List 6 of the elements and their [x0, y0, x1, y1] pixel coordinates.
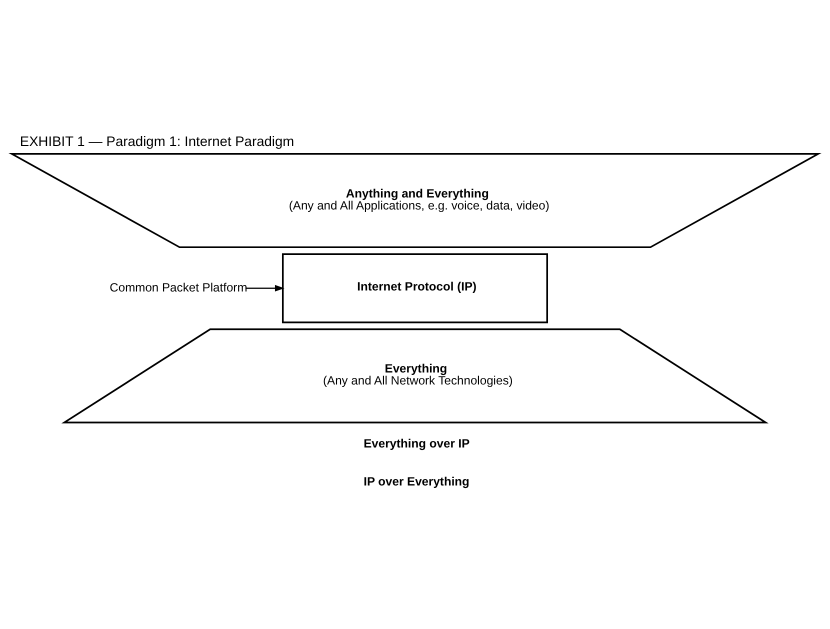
diagram-title: EXHIBIT 1 — Paradigm 1: Internet Paradigm — [20, 132, 294, 148]
node-text: Common Packet Platform — [110, 280, 248, 294]
node-box: Internet Protocol (IP) — [282, 252, 548, 323]
arrow — [245, 284, 284, 292]
label: Everything over IP — [364, 436, 470, 450]
label: IP over Everything — [364, 474, 470, 488]
